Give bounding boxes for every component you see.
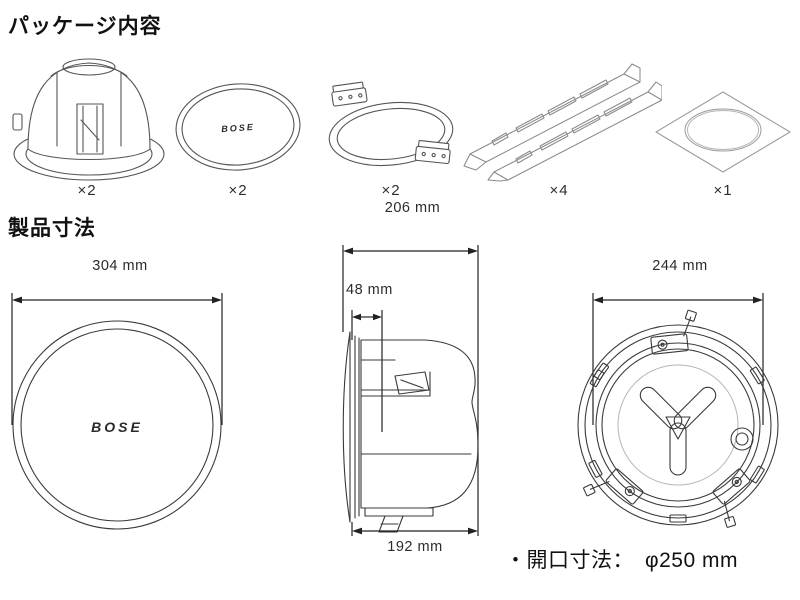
pkg-item-rails-qty: ×4 [549, 182, 569, 199]
pkg-item-grille-qty: ×2 [228, 182, 248, 199]
pkg-item-speaker-qty: ×2 [77, 182, 97, 199]
grille-bose-logo: BOSE [221, 122, 255, 134]
front-view-bose-logo: BOSE [91, 419, 143, 435]
front-diameter-label: 304 mm [92, 258, 148, 274]
pkg-item-tile-plate: ×1 [650, 86, 796, 200]
side-body-depth-label: 192 mm [387, 539, 443, 555]
front-view-drawing: BOSE [11, 293, 223, 530]
rear-diameter-label: 244 mm [652, 258, 708, 274]
pkg-item-speaker: ×2 [6, 52, 168, 200]
side-view-drawing [342, 245, 479, 536]
pkg-item-grille: BOSE ×2 [172, 80, 304, 200]
side-grille-depth-label: 48 mm [346, 282, 393, 298]
pkg-item-rails: ×4 [456, 56, 662, 200]
cutout-dimension-note: ・開口寸法： φ250 mm [505, 549, 738, 572]
dimensions-section-title: 製品寸法 [8, 217, 96, 240]
package-section-title: パッケージ内容 [8, 15, 162, 38]
rails-drawing [463, 63, 662, 182]
pkg-item-mounting-ring-qty: ×2 [381, 182, 401, 199]
tile-plate-drawing [655, 91, 791, 173]
pkg-item-tile-plate-qty: ×1 [713, 182, 733, 199]
speaker-drawing [12, 58, 165, 181]
rear-view-drawing [577, 293, 779, 531]
grille-drawing: BOSE [175, 83, 301, 171]
side-total-depth-label: 206 mm [384, 200, 441, 216]
mounting-ring-drawing [328, 81, 454, 167]
pkg-item-mounting-ring: ×2 [318, 80, 464, 200]
